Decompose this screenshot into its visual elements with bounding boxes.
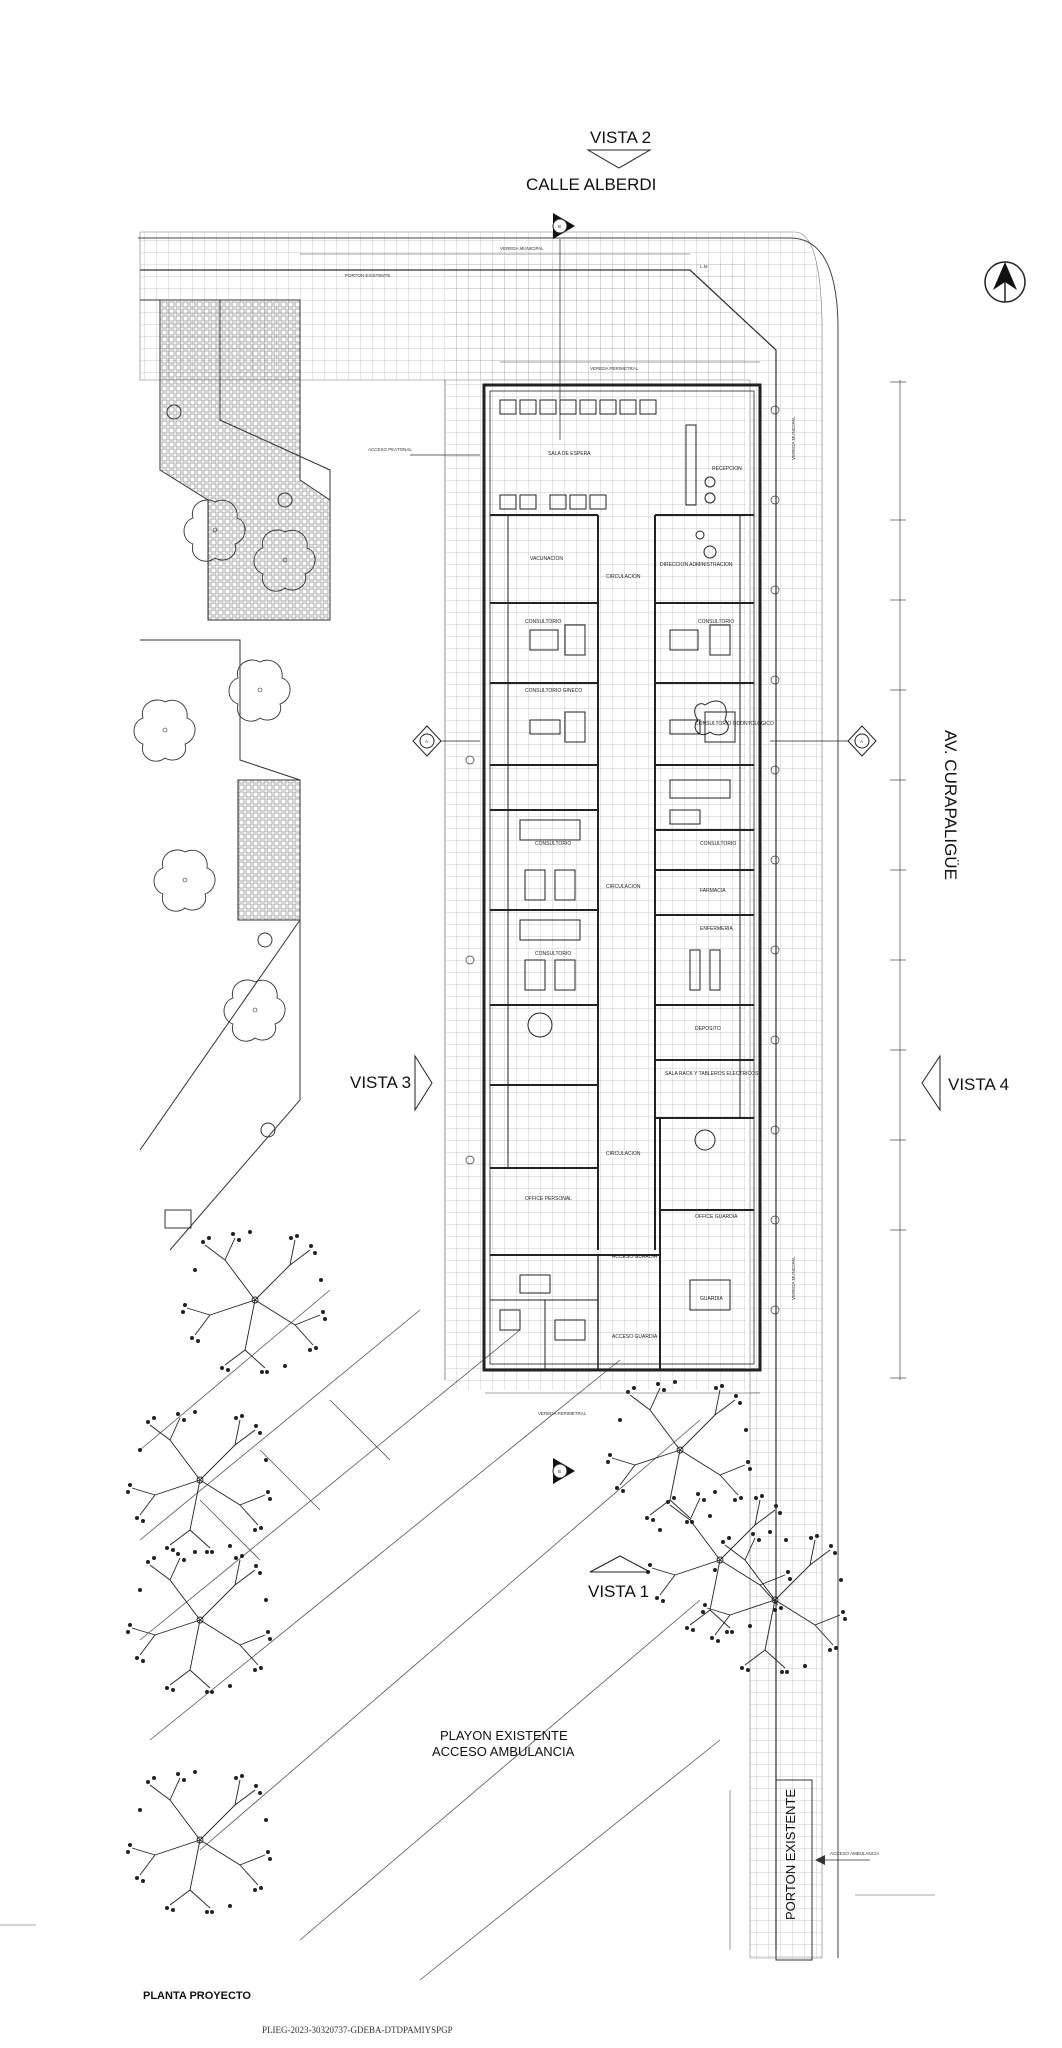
svg-text:A: A — [860, 739, 863, 744]
tree-icon — [125, 1769, 273, 1915]
street-right-label: AV. CURAPALIGÜE — [941, 730, 960, 880]
post — [277, 492, 293, 508]
fence-line-diagonal — [689, 269, 777, 351]
plan-title: PLANTA PROYECTO — [143, 1990, 251, 2002]
shrub-icon — [228, 659, 291, 722]
dimension-ticks — [890, 381, 906, 1379]
vista-3-arrow-icon — [414, 1054, 433, 1112]
vereda-municipal-label: VEREDA MUNICIPAL — [500, 246, 544, 251]
room-enfermeria: ENFERMERIA — [700, 926, 733, 932]
vereda-perimetral-label: VEREDA PERIMETRAL — [590, 366, 639, 371]
tree-icon — [180, 1229, 328, 1375]
section-a-left-marker: A — [412, 725, 480, 757]
tree-icon — [125, 1549, 273, 1695]
building-plan — [482, 383, 762, 1372]
porton-existente-top-label: PORTON EXISTENTE — [345, 273, 390, 278]
vista-3-label: VISTA 3 — [350, 1073, 411, 1092]
playon-line-1: PLAYON EXISTENTE — [440, 1728, 568, 1743]
shrub-icon — [223, 979, 286, 1042]
vista-1-arrow-icon — [589, 1555, 651, 1573]
post — [260, 1122, 276, 1138]
lm-label: L.M — [700, 264, 708, 269]
room-acceso-guardia-2: ACCESO GUARDIA — [612, 1334, 658, 1340]
room-farmacia: FARMACIA — [700, 888, 726, 894]
svg-text:B: B — [558, 224, 561, 229]
bench — [164, 1209, 192, 1229]
porton-existente-label: PORTON EXISTENTE — [783, 1789, 798, 1920]
left-site-outline — [139, 299, 331, 1251]
vista-2-arrow-icon — [586, 149, 652, 169]
tree-icon — [605, 1379, 753, 1525]
section-a-right-marker: A — [770, 725, 877, 757]
playon-lines — [139, 1289, 721, 1981]
room-vacunacion: VACUNACION — [530, 556, 563, 562]
acceso-ambulancia-label: ACCESO AMBULANCIA — [830, 1851, 879, 1856]
document-code: PLIEG-2023-30320737-GDEBA-DTDPAMIYSPGP — [262, 2025, 453, 2035]
room-recepcion: RECEPCION — [712, 466, 742, 472]
room-deposito: DEPOSITO — [695, 1026, 721, 1032]
section-b-top-marker: B — [552, 213, 575, 440]
vereda-municipal-right-2: VEREDA MUNICIPAL — [791, 1256, 796, 1300]
street-curb — [138, 237, 839, 1958]
room-office-guardia: OFFICE GUARDIA — [695, 1214, 738, 1220]
column-markers — [465, 405, 780, 1315]
paver-area-bottom — [237, 779, 301, 921]
porton-existente-bottom — [775, 1779, 813, 1961]
room-office-personal: OFFICE PERSONAL — [525, 1196, 572, 1202]
vista-2-label: VISTA 2 — [590, 128, 651, 147]
room-consultorio-1: CONSULTORIO — [525, 619, 561, 625]
room-consultorio-4: CONSULTORIO — [700, 841, 736, 847]
vista-1-label: VISTA 1 — [588, 1582, 649, 1601]
lot-grid — [446, 260, 746, 1390]
room-consultorio-3: CONSULTORIO — [535, 841, 571, 847]
room-circulacion-3: CIRCULACION — [606, 1151, 641, 1157]
paver-area-top — [159, 299, 331, 621]
vereda-perimetral-label-bottom: VEREDA PERIMETRAL — [538, 1411, 587, 1416]
tree-icon — [125, 1409, 273, 1555]
room-acceso-guardia-1: ACCESO GUARDIA — [612, 1254, 658, 1260]
arrow-head-icon — [815, 1855, 825, 1865]
room-consultorio-2: CONSULTORIO — [698, 619, 734, 625]
room-direccion: DIRECCION ADMINISTRACION — [660, 562, 733, 568]
acceso-peatonal-label: ACCESO PEATONAL — [368, 447, 412, 452]
post — [166, 404, 182, 420]
street-top-label: CALLE ALBERDI — [526, 175, 656, 194]
vista-4-arrow-icon — [921, 1054, 941, 1112]
shrub-icon — [133, 699, 196, 762]
room-guardia: GUARDIA — [700, 1296, 723, 1302]
vista-4-label: VISTA 4 — [948, 1075, 1009, 1094]
room-consultorio-odonto: CONSULTORIO ODONTOLOGICO — [695, 721, 774, 727]
playon-line-2: ACCESO AMBULANCIA — [432, 1744, 575, 1759]
shrub-icon — [153, 849, 216, 912]
vereda-municipal-right: VEREDA MUNICIPAL — [791, 416, 796, 460]
room-sala-rack: SALA RACK Y TABLEROS ELECTRICOS — [665, 1071, 759, 1077]
post — [257, 932, 273, 948]
svg-text:A: A — [425, 739, 428, 744]
room-circulacion-1: CIRCULACION — [606, 574, 641, 580]
north-arrow-icon — [984, 261, 1026, 303]
room-consultorio-5: CONSULTORIO — [535, 951, 571, 957]
room-consultorio-gineco: CONSULTORIO GINECO — [525, 688, 582, 694]
room-sala-espera: SALA DE ESPERA — [548, 451, 591, 457]
room-circulacion-2: CIRCULACION — [606, 884, 641, 890]
section-b-bottom-marker: B — [552, 1458, 575, 1484]
svg-text:B: B — [558, 1469, 561, 1474]
